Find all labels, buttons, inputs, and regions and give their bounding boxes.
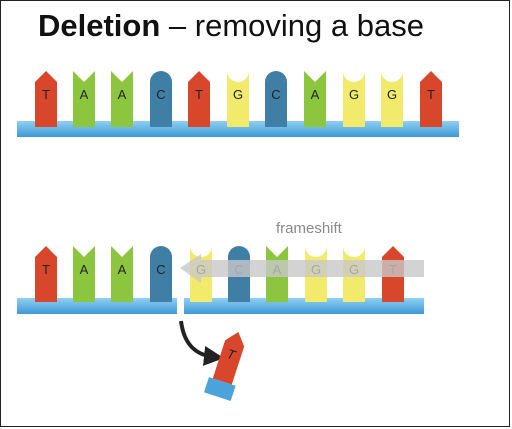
bottom-base-3: [111, 246, 133, 302]
top-base-3: [111, 71, 133, 127]
top-base-letter-8: A: [311, 87, 320, 102]
top-base-letter-3: A: [118, 87, 127, 102]
top-base-4: [150, 71, 172, 127]
deletion-curve-arrow: [179, 320, 224, 366]
bottom-base-2: [73, 246, 95, 302]
top-base-2: [73, 71, 95, 127]
top-base-7: [265, 71, 287, 127]
top-base-11: [420, 71, 442, 127]
top-base-letter-7: C: [271, 87, 280, 102]
top-base-letter-9: G: [349, 87, 359, 102]
top-base-letter-11: T: [427, 87, 435, 102]
bottom-base-letter-4: C: [156, 262, 165, 277]
deleted-base-backbone: [204, 377, 236, 401]
top-base-5: [188, 71, 210, 127]
top-base-9: [343, 71, 365, 127]
slide-title: Deletion – removing a base: [38, 8, 424, 44]
top-base-letter-1: T: [42, 87, 50, 102]
top-base-6: [227, 71, 249, 127]
top-base-letter-10: G: [387, 87, 397, 102]
bottom-base-letter-2: A: [80, 262, 89, 277]
deleted-base-nucleotide: [212, 331, 245, 385]
top-base-letter-4: C: [156, 87, 165, 102]
deleted-base: T: [204, 331, 245, 401]
top-base-1: [35, 71, 57, 127]
top-base-letter-5: T: [195, 87, 203, 102]
top-base-letter-6: G: [233, 87, 243, 102]
bottom-base-1: [35, 246, 57, 302]
frameshift-arrow: [180, 254, 424, 283]
bottom-base-letter-3: A: [118, 262, 127, 277]
bottom-base-4: [150, 246, 172, 302]
title-bold: Deletion: [38, 8, 161, 43]
frameshift-label: frameshift: [276, 220, 343, 237]
bottom-base-letter-1: T: [42, 262, 50, 277]
top-base-8: [304, 71, 326, 127]
title-rest: – removing a base: [160, 8, 424, 43]
top-base-letter-2: A: [80, 87, 89, 102]
top-base-10: [381, 71, 403, 127]
